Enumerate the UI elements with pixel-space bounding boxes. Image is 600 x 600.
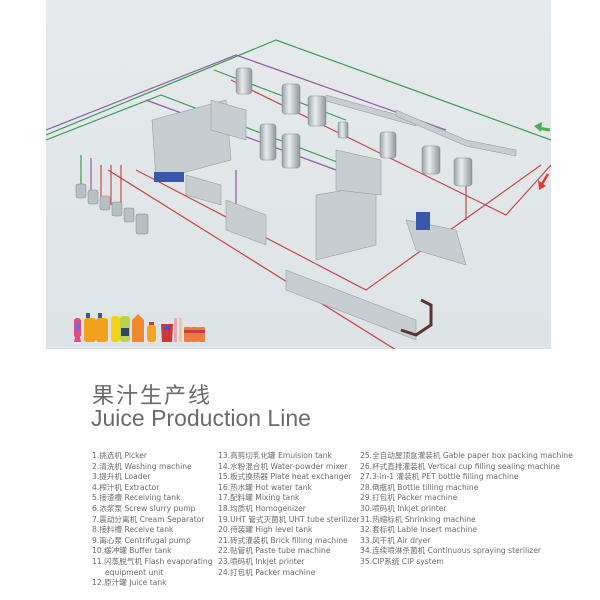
legend-item: 6.浓浆泵 Screw slurry pump <box>92 503 196 513</box>
legend-item: 24.打包机 Packer machine <box>218 567 316 577</box>
legend-column-3: 25.全自动屋顶盒灌装机 Gable paper box packing mac… <box>360 451 573 568</box>
legend-item: 8.接料槽 Receive tank <box>92 525 174 535</box>
legend-item: 28.倒瓶机 Bottle tilling machine <box>360 482 479 492</box>
legend-column-2: 13.高剪切乳化罐 Emulsion tank 14.水粉混合机 Water-p… <box>218 451 360 578</box>
inflow-arrow-icon <box>534 122 551 132</box>
blue-machines <box>154 172 430 230</box>
legend-item: 9.离心泵 Centrifugal pump <box>92 535 191 545</box>
legend-item: 27.3-in-1 灌装机 PET bottle filling machine <box>360 472 519 482</box>
legend-item: 1.挑选机 Picker <box>92 451 148 460</box>
legend-item: 30.喷码机 Inkjet printer <box>360 503 447 513</box>
legend-item: 18.均质机 Homogenizer <box>218 503 306 513</box>
title-chinese: 果汁生产线 <box>92 384 213 409</box>
legend-item: 4.榨汁机 Extractor <box>92 482 160 492</box>
legend-item: 16.热水罐 Hot water tank <box>218 482 312 492</box>
legend-item: 34.连续喷淋杀菌机 Continuous spraying sterilize… <box>360 546 541 556</box>
legend-item: 33.风干机 Air dryer <box>360 535 431 545</box>
legend-item: 13.高剪切乳化罐 Emulsion tank <box>218 451 332 460</box>
legend-item: 21.砖式灌装机 Brick filling machine <box>218 535 348 545</box>
tanks <box>235 67 473 187</box>
legend-item: 25.全自动屋顶盒灌装机 Gable paper box packing mac… <box>360 451 573 460</box>
legend-item: 32.套标机 Lable Insert machine <box>360 525 477 535</box>
legend-item: 11.闪蒸脱气机 Flash evaporating <box>92 556 213 566</box>
legend-item: 3.提升机 Loader <box>92 472 151 482</box>
legend-item: 7.震动分离机 Cream Separator <box>92 514 205 524</box>
legend-item: 17.配料罐 Mixing tank <box>218 493 300 503</box>
conveyors <box>151 94 517 341</box>
legend-item: 29.打包机 Packer machine <box>360 493 458 503</box>
legend-item: 15.板式换热器 Plate heat exchanger <box>218 472 352 482</box>
legend-item: 12.原汁罐 Juice tank <box>92 578 167 588</box>
legend-item-continuation: equipment unit <box>105 567 164 577</box>
sterilizer-outlet <box>400 298 433 337</box>
legend-item: 31.热缩标机 Shrinking machine <box>360 514 476 524</box>
production-line-illustration <box>46 0 551 349</box>
legend-item: 23.喷码机 Inkjet printer <box>218 556 305 566</box>
legend-item: 20.待装罐 High level tank <box>218 525 313 535</box>
legend-item: 2.清洗机 Washing machine <box>92 461 192 471</box>
legend-item: 22.贴管机 Paste tube machine <box>218 546 331 556</box>
legend-item: 26.杯式直排灌装机 Vertical cup filling sealing … <box>360 461 561 471</box>
product-packages <box>74 313 205 344</box>
legend-item: 5.接渣槽 Receiving tank <box>92 493 181 503</box>
legend-item: 14.水粉混合机 Water-powder mixer <box>218 461 348 471</box>
production-line-diagram <box>46 0 551 349</box>
outflow-arrow-icon <box>538 173 550 190</box>
title-english: Juice Production Line <box>91 405 311 431</box>
legend-column-1: 1.挑选机 Picker 2.清洗机 Washing machine 3.提升机… <box>92 451 213 589</box>
raw-material-tanks <box>75 183 149 235</box>
legend-item: 10.缓冲罐 Buffer tank <box>92 546 172 556</box>
legend-item: 19.UHT 管式灭菌机 UHT tube sterilizer <box>218 514 360 524</box>
legend-item: 35.CIP系统 CIP system <box>360 556 444 566</box>
